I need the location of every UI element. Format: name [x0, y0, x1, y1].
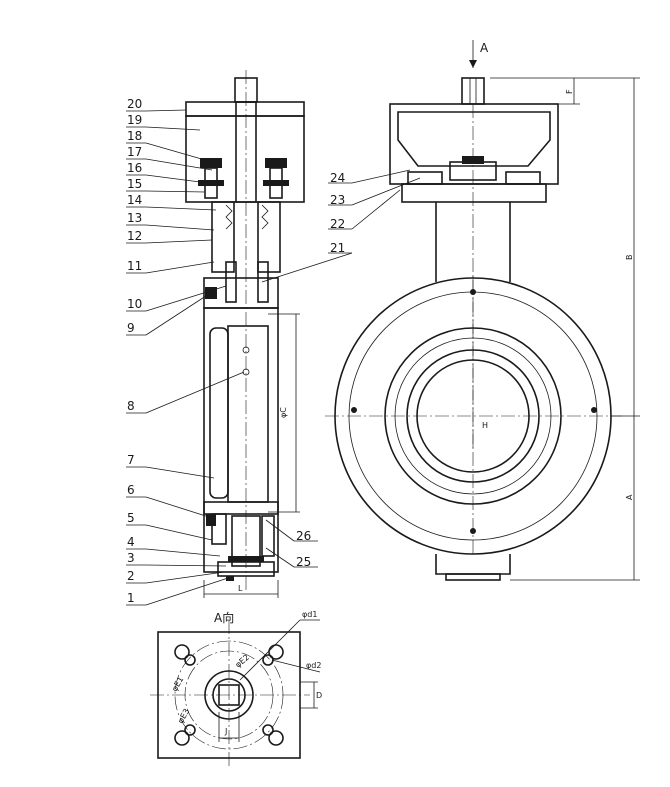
leader-22: [351, 189, 401, 230]
part-label-16: 16: [127, 161, 142, 175]
leader-26: [265, 519, 295, 542]
leader-6: [145, 496, 213, 519]
leader-11: [145, 261, 215, 274]
neck-right: [257, 201, 281, 273]
dim-B: B: [625, 255, 634, 261]
leader-2: [145, 571, 225, 584]
view-arrow-A: A: [480, 41, 489, 55]
part-label-20: 20: [127, 97, 142, 111]
part-label-14: 14: [127, 193, 142, 207]
part-label-18: 18: [127, 129, 142, 143]
top-plate: [185, 101, 305, 117]
part-label-17: 17: [127, 145, 142, 159]
leader-18: [145, 142, 206, 161]
dim-L: L: [238, 584, 243, 593]
part-label-12: 12: [127, 229, 142, 243]
dim-J: J: [224, 727, 227, 736]
part-label-26: 26: [296, 529, 311, 543]
front-view: A H F B A: [325, 40, 640, 581]
part-label-24: 24: [330, 171, 345, 185]
leader-16: [145, 174, 201, 183]
leader-8: [145, 371, 245, 414]
part-label-5: 5: [127, 511, 135, 525]
sectional-view: φC L: [185, 70, 305, 598]
part-label-6: 6: [127, 483, 135, 497]
leader-14: [145, 206, 217, 211]
dim-pcd3: φE3: [176, 707, 192, 725]
part-label-7: 7: [127, 453, 135, 467]
bottom-cover: [217, 561, 275, 577]
leader-17: [145, 158, 213, 171]
leader-5: [145, 524, 213, 541]
leader-21: [261, 252, 353, 283]
dim-pcd1: φE1: [170, 675, 186, 693]
dim-D: D: [316, 691, 322, 700]
leader-1: [145, 577, 229, 606]
dim-phid1: φd1: [302, 610, 317, 619]
leader-24: [351, 169, 411, 184]
part-label-21: 21: [330, 241, 345, 255]
neck-left: [211, 201, 235, 273]
leader-13: [145, 224, 215, 231]
part-label-13: 13: [127, 211, 142, 225]
view-title: A向: [214, 610, 234, 625]
leader-9: [145, 291, 213, 336]
part-label-22: 22: [330, 217, 345, 231]
part-label-11: 11: [127, 259, 142, 273]
leader-10: [145, 285, 227, 312]
dim-phid2: φd2: [306, 661, 321, 670]
leader-19: [145, 126, 201, 131]
leader-7: [145, 466, 215, 479]
leader-4: [145, 548, 221, 557]
part-label-23: 23: [330, 193, 345, 207]
part-label-leaders: 2019181716151413121110987654321242322212…: [126, 97, 421, 606]
part-label-3: 3: [127, 551, 135, 565]
part-label-2: 2: [127, 569, 135, 583]
dim-phiC: φC: [279, 407, 288, 418]
leader-25: [265, 547, 295, 568]
part-label-15: 15: [127, 177, 142, 191]
leader-15: [145, 190, 206, 193]
leader-20: [145, 109, 187, 112]
part-label-1: 1: [127, 591, 135, 605]
dim-A: A: [625, 494, 634, 500]
part-label-10: 10: [127, 297, 142, 311]
dim-H: H: [482, 421, 488, 430]
leader-3: [145, 564, 227, 567]
body-section: [203, 307, 279, 515]
leader-12: [145, 239, 213, 244]
part-label-19: 19: [127, 113, 142, 127]
view-A: A向 φd1 φd2 D J φE1 φE2 φE3: [150, 610, 322, 768]
part-label-8: 8: [127, 399, 135, 413]
part-label-25: 25: [296, 555, 311, 569]
part-label-4: 4: [127, 535, 135, 549]
part-label-9: 9: [127, 321, 135, 335]
dim-F: F: [565, 89, 574, 94]
